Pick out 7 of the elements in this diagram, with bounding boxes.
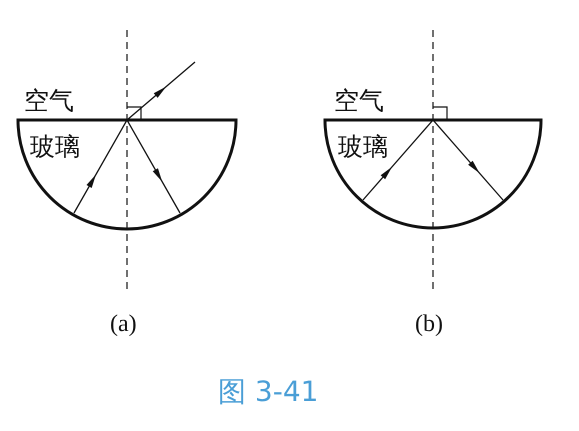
panel-label: (b)	[415, 312, 443, 336]
figure-caption: 图 3-41	[218, 378, 318, 406]
medium-label: 玻璃	[30, 134, 80, 159]
medium-label: 空气	[24, 88, 74, 113]
panel-label: (a)	[110, 312, 137, 336]
medium-label: 空气	[334, 88, 384, 113]
medium-label: 玻璃	[338, 134, 388, 159]
